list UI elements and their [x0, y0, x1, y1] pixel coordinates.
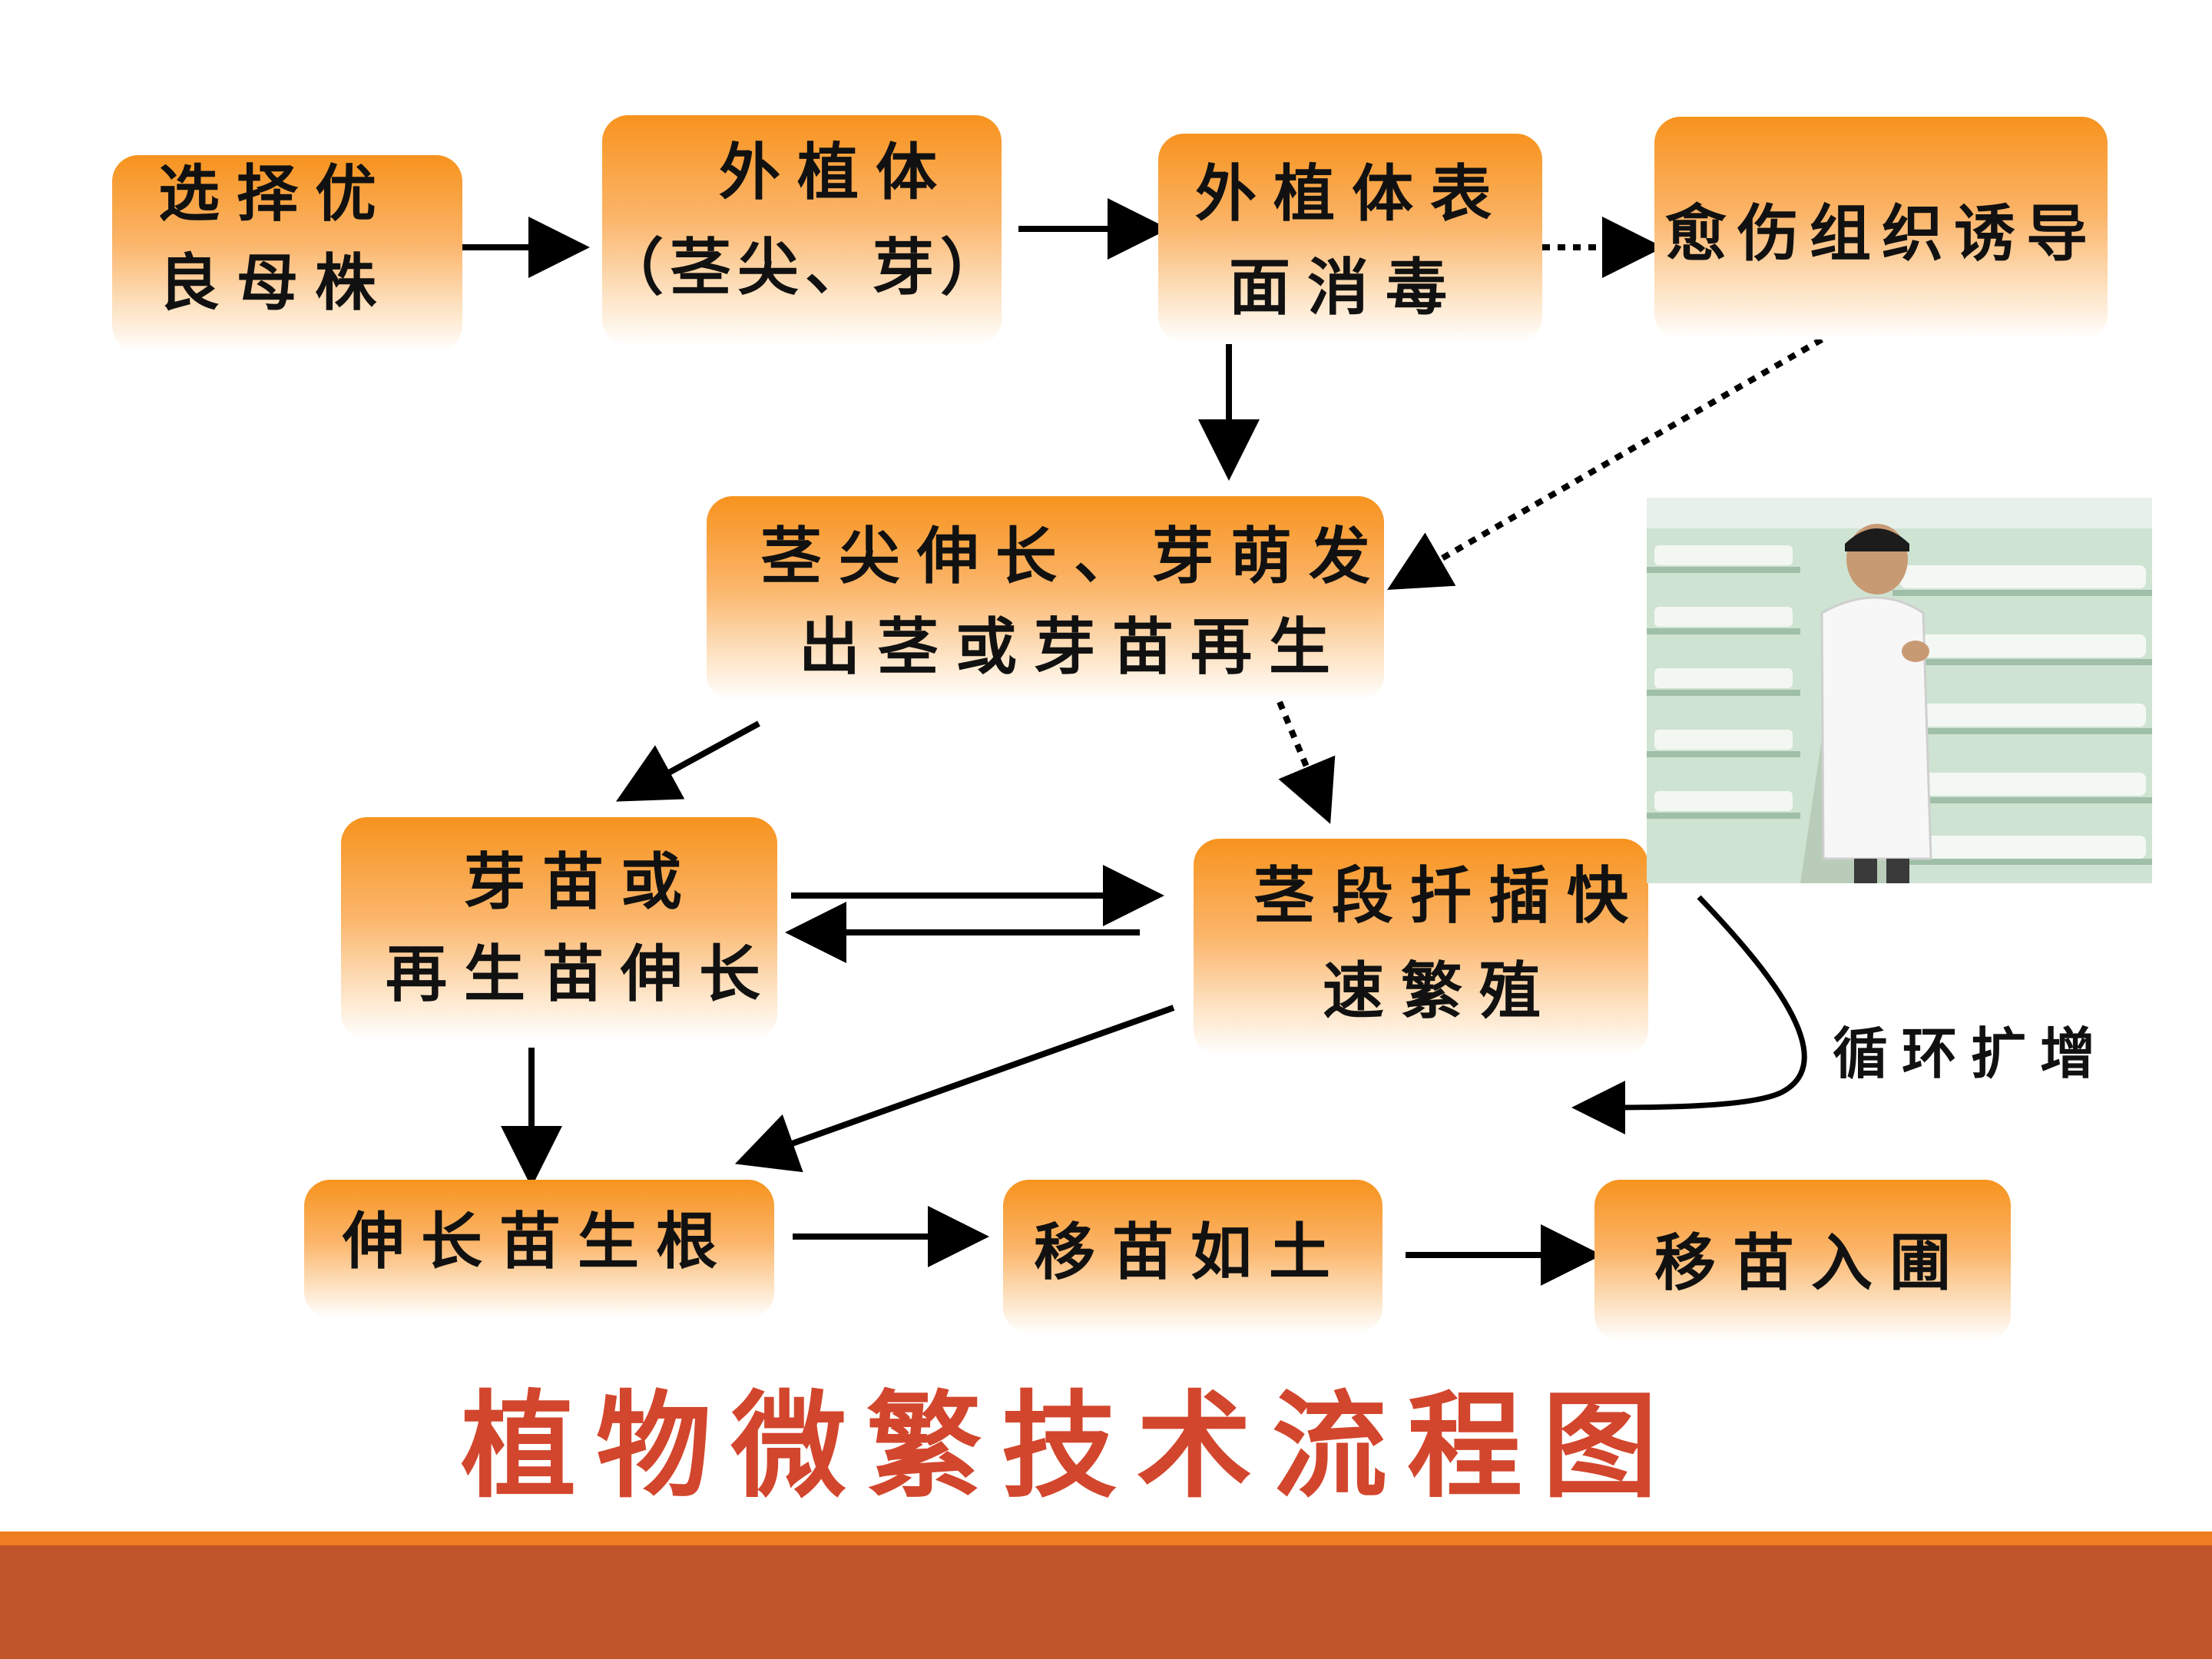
node-cutting-line1: 茎段扦插快 — [1253, 859, 1645, 932]
node-sterilize-line2: 面消毒 — [1229, 251, 1464, 323]
node-shoot-growth-line2: 出茎或芽苗再生 — [799, 611, 1347, 683]
node-shoot-growth-line1: 茎尖伸长、芽萌发 — [760, 520, 1387, 592]
arrow-callus-to-shoot — [1387, 336, 1823, 590]
node-rooting-line1: 伸长苗生根 — [343, 1205, 734, 1277]
lab-photo-illustration — [1647, 498, 2152, 883]
node-select-mother-line1: 选择优 — [158, 157, 393, 230]
loop-amplification-label: 循环扩增 — [1833, 1021, 2110, 1086]
node-explant-line2: （茎尖、芽） — [602, 231, 1008, 303]
arrow-cutting-to-rooting — [734, 1005, 1175, 1173]
node-transplant-soil — [1003, 1180, 1382, 1333]
node-callus-line1: 愈伤组织诱导 — [1665, 197, 2098, 270]
node-callus — [1654, 117, 2108, 339]
node-shoot-growth — [707, 496, 1384, 700]
node-seedling-elongation — [341, 817, 777, 1040]
node-transplant-soil-line1: 移苗如土 — [1034, 1216, 1347, 1288]
node-transplant-garden — [1594, 1180, 2011, 1341]
footer-band-orange — [0, 1532, 2212, 1545]
arrow-shoot-to-seedling — [615, 720, 760, 802]
node-explant-line1: 外植体 — [719, 136, 954, 208]
node-seedling-elongation-line1: 芽苗或 — [464, 846, 699, 918]
node-cutting — [1194, 839, 1648, 1055]
node-select-mother — [112, 155, 462, 352]
node-cutting-line2: 速繁殖 — [1323, 955, 1558, 1027]
node-rooting — [304, 1180, 774, 1318]
node-seedling-elongation-line2: 再生苗伸长 — [386, 938, 777, 1010]
footer-band-rust — [0, 1545, 2212, 1659]
lab-worker-photo — [1647, 498, 2152, 883]
arrow-shoot-to-cutting — [1277, 700, 1336, 824]
node-select-mother-line2: 良母株 — [158, 247, 393, 319]
diagram-title: 植物微繁技术流程图 — [461, 1379, 1678, 1514]
node-explant — [602, 115, 1002, 346]
node-transplant-garden-line1: 移苗入圃 — [1654, 1227, 1968, 1299]
node-sterilize-line1: 外植体表 — [1195, 157, 1508, 230]
node-sterilize — [1158, 134, 1542, 343]
arrow-loop-amplification — [1571, 895, 1807, 1134]
